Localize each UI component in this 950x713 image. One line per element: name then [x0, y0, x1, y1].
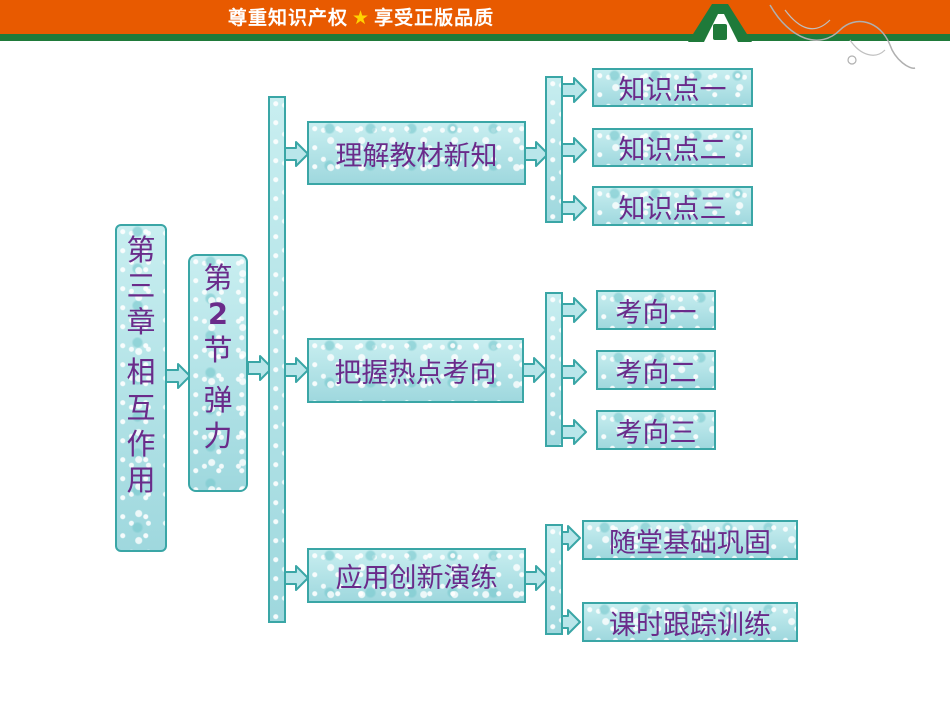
star-icon: ★: [352, 7, 371, 29]
branch-label-1: 理解教材新知: [335, 140, 498, 172]
branch-label-3: 应用创新演练: [335, 563, 498, 594]
leaf-box-3-2: 课时跟踪训练: [582, 602, 798, 642]
chapter-char: 用: [126, 463, 156, 497]
arrow-to-leaf-1-1: [561, 77, 587, 103]
branch-label-2: 把握热点考向: [334, 358, 497, 389]
green-a-logo-icon: [688, 4, 752, 42]
slogan-right: 享受正版品质: [374, 7, 495, 29]
leaf-box-3-1: 随堂基础巩固: [582, 520, 798, 560]
sub-bar-3: [545, 524, 563, 635]
leaf-box-2-1: 考向一: [596, 290, 716, 330]
leaf-label: 考向三: [615, 417, 697, 449]
arrow-chapter-to-section: [165, 363, 191, 389]
chapter-char: 章: [126, 305, 156, 339]
section-char: 第: [203, 261, 233, 295]
leaf-box-2-2: 考向二: [596, 350, 716, 390]
top-banner: 尊重知识产权★享受正版品质: [0, 0, 950, 69]
arrow-to-leaf-2-2: [561, 359, 587, 385]
chapter-box: 第 三 章 相 互 作 用: [115, 224, 167, 552]
leaf-label: 考向二: [615, 357, 697, 389]
section-number: 2: [207, 297, 229, 331]
arrow-to-leaf-2-3: [561, 419, 587, 445]
banner-green-band: [0, 34, 950, 41]
leaf-box-2-3: 考向三: [596, 410, 716, 450]
branch-box-1: 理解教材新知: [307, 121, 526, 185]
branch-box-2: 把握热点考向: [307, 338, 524, 403]
leaf-label: 知识点三: [618, 193, 727, 225]
section-box: 第 2 节 弹 力: [188, 254, 248, 492]
chapter-char: 三: [126, 269, 156, 303]
sub-bar-1: [545, 76, 563, 223]
arrow-bar-to-branch-3: [283, 565, 309, 591]
slogan-left: 尊重知识产权: [228, 7, 349, 29]
branch-box-3: 应用创新演练: [307, 548, 526, 603]
section-spacer: [190, 368, 246, 382]
leaf-label: 课时跟踪训练: [609, 609, 771, 641]
section-char: 力: [203, 419, 233, 453]
arrow-bar-to-branch-2: [283, 357, 309, 383]
chapter-char: 相: [126, 355, 156, 389]
section-char: 节: [203, 333, 233, 367]
leaf-label: 随堂基础巩固: [609, 527, 771, 559]
section-char: 弹: [203, 383, 233, 417]
arrow-to-leaf-1-2: [561, 137, 587, 163]
arrow-branch-2-to-bar: [521, 357, 547, 383]
sub-bar-2: [545, 292, 563, 447]
arrow-to-leaf-1-3: [561, 195, 587, 221]
arrow-bar-to-branch-1: [283, 141, 309, 167]
banner-slogan: 尊重知识产权★享受正版品质: [228, 5, 494, 31]
swirl-decoration-icon: [769, 4, 916, 69]
leaf-label: 考向一: [615, 297, 697, 329]
leaf-label: 知识点二: [618, 135, 727, 166]
chapter-char: 互: [126, 391, 156, 425]
leaf-box-1-3: 知识点三: [592, 186, 753, 226]
chapter-char: 第: [126, 233, 156, 267]
main-vertical-bar: [268, 96, 286, 623]
leaf-box-1-2: 知识点二: [592, 128, 753, 167]
leaf-box-1-1: 知识点一: [592, 68, 753, 107]
leaf-label: 知识点一: [618, 75, 727, 106]
chapter-char: 作: [126, 427, 156, 461]
chapter-spacer: [117, 340, 165, 354]
arrow-to-leaf-2-1: [561, 297, 587, 323]
